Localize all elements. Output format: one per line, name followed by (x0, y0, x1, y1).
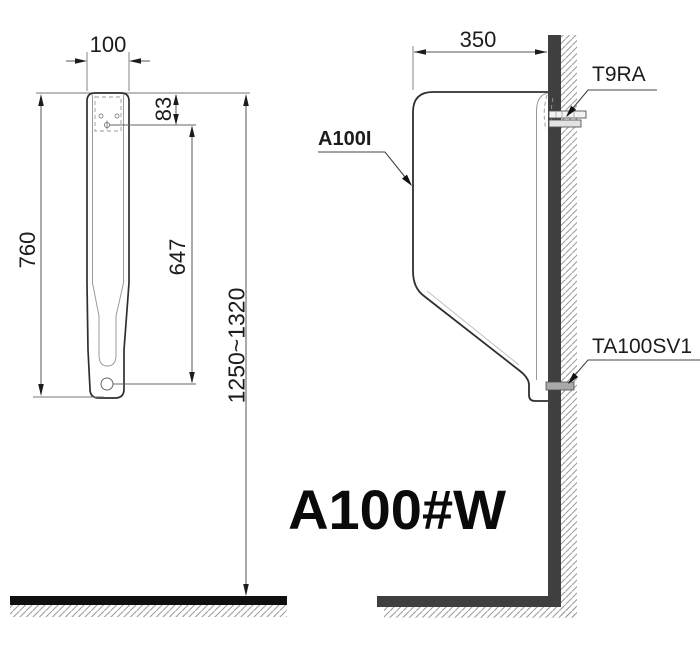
dim-width (66, 52, 150, 91)
spud-part-label: T9RA (592, 63, 646, 86)
dim-body-height (33, 94, 104, 398)
leader-valve (568, 359, 700, 384)
dim-install-height-label: 1250~1320 (223, 287, 250, 404)
floor-line-left (10, 596, 287, 617)
leader-body (318, 151, 412, 186)
outlet-circle (100, 377, 114, 391)
leader-spud (566, 89, 657, 117)
floor-hatching (10, 605, 287, 617)
screw-mark-icon (98, 113, 104, 119)
dim-spud-offset-label: 83 (151, 96, 176, 122)
floor-line-right (377, 596, 561, 607)
floor-hatching-right (384, 607, 575, 618)
dim-spud-offset (173, 94, 179, 125)
dim-depth-label: 350 (459, 27, 497, 52)
wall-hatching (561, 35, 577, 618)
dim-spud-to-outlet-label: 647 (165, 238, 190, 276)
dim-install-height (243, 94, 249, 596)
valve-part-label: TA100SV1 (592, 335, 693, 358)
side-view (10, 52, 287, 617)
outlet-pipe (545, 381, 575, 391)
dim-depth (412, 46, 547, 90)
hidden-spud-box (94, 96, 122, 132)
dim-body-height-label: 760 (15, 231, 40, 269)
hidden-inlet-pipe (543, 94, 548, 131)
product-code-title: A100#W (288, 478, 506, 541)
screw-mark-icon (114, 113, 120, 119)
front-view (318, 35, 700, 618)
urinal-profile (412, 91, 554, 402)
wall-section (548, 35, 561, 607)
body-part-label: A100I (318, 128, 372, 150)
dim-width-label: 100 (89, 32, 127, 57)
fixture-side-profile (86, 92, 130, 399)
dim-spud-to-outlet (189, 125, 195, 384)
